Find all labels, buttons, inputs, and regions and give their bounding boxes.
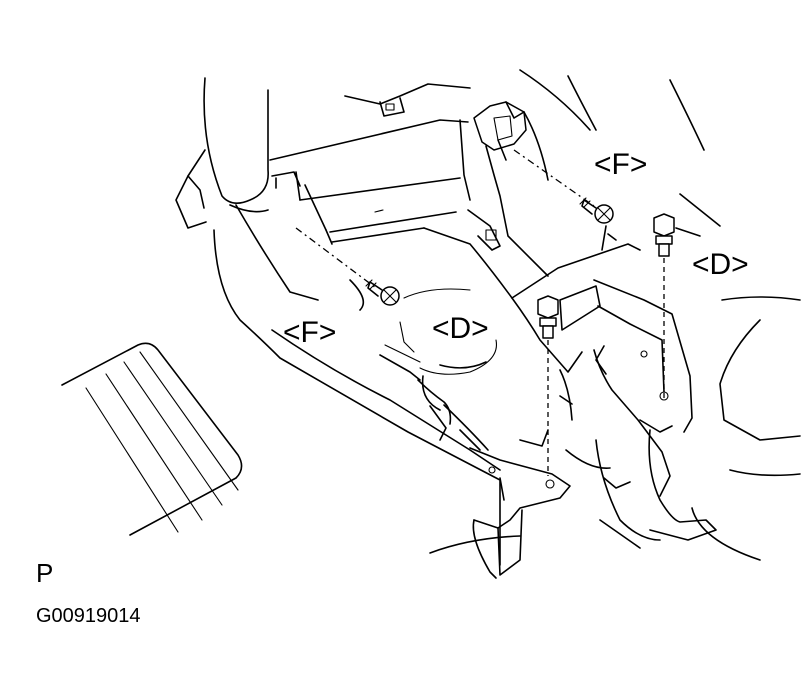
screw-f-lower-label: <F> bbox=[283, 316, 337, 349]
upper-clip-drawing bbox=[473, 101, 527, 161]
bolt-d-right-label: <D> bbox=[692, 248, 749, 281]
center-console-drawing bbox=[235, 145, 641, 471]
screw-f-lower bbox=[365, 279, 400, 306]
shift-lever-drawing bbox=[559, 279, 717, 549]
bolt-d-right bbox=[653, 213, 675, 257]
pedal-drawing bbox=[61, 342, 243, 536]
mounting-bracket-drawing bbox=[429, 447, 571, 579]
guide-lines bbox=[295, 149, 665, 476]
figure-code: G00919014 bbox=[36, 605, 141, 627]
right-panel-drawing bbox=[519, 69, 801, 561]
view-letter: P bbox=[36, 558, 54, 588]
bolt-d-center bbox=[537, 295, 559, 339]
screw-f-upper bbox=[579, 197, 614, 224]
rotation-arrows bbox=[399, 288, 498, 375]
left-seat-drawing bbox=[175, 77, 501, 566]
screw-f-upper-label: <F> bbox=[594, 148, 648, 181]
bolt-d-center-label: <D> bbox=[432, 312, 489, 345]
dash-panel-drawing bbox=[269, 83, 513, 299]
